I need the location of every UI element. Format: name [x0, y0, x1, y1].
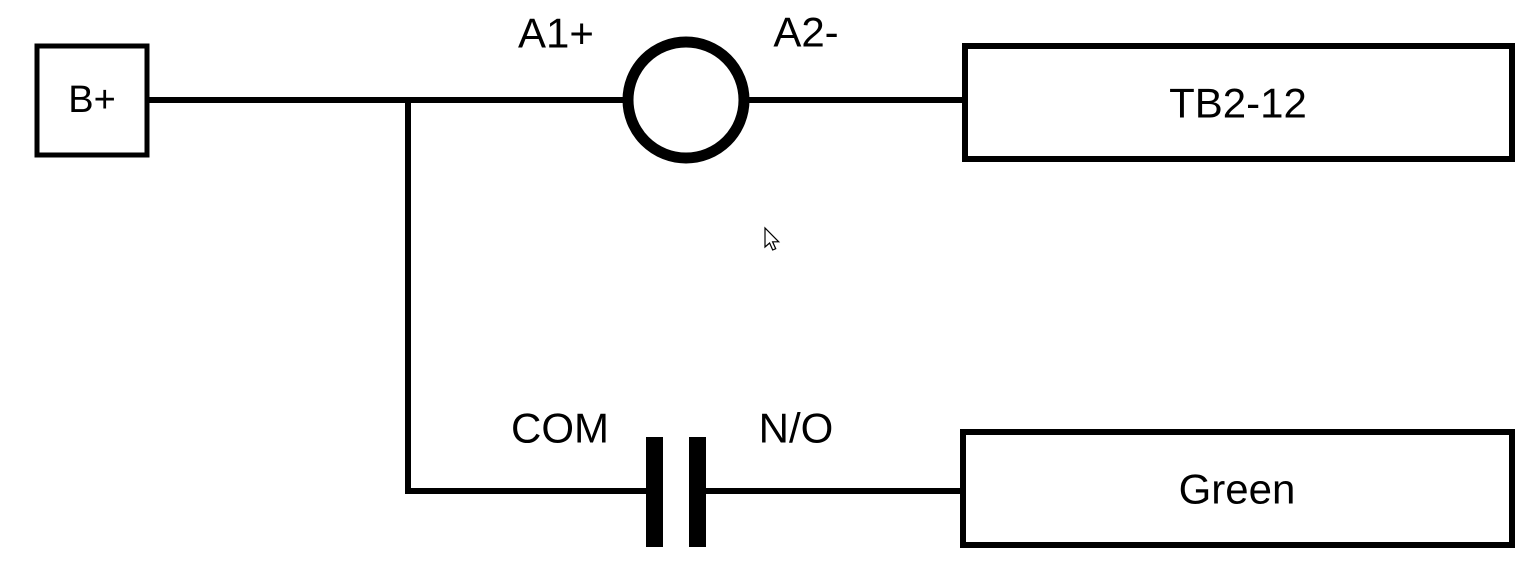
battery-terminal-box: [34, 43, 150, 158]
contact-plate-left: [646, 437, 663, 547]
relay-coil-symbol: [622, 36, 750, 164]
contact-plate-right: [689, 437, 706, 547]
green-wire-box: [960, 429, 1515, 548]
tb2-12-label: TB2-12: [1169, 80, 1307, 127]
contact-com-label: COM: [511, 405, 609, 452]
coil-terminal-a1-label: A1+: [518, 10, 594, 57]
contact-no-label: N/O: [759, 405, 834, 452]
mouse-cursor-icon: [764, 226, 781, 251]
battery-terminal-label: B+: [68, 79, 116, 121]
green-label: Green: [1179, 466, 1296, 513]
coil-terminal-a2-label: A2-: [773, 9, 838, 56]
tb2-12-terminal-box: [962, 43, 1515, 162]
